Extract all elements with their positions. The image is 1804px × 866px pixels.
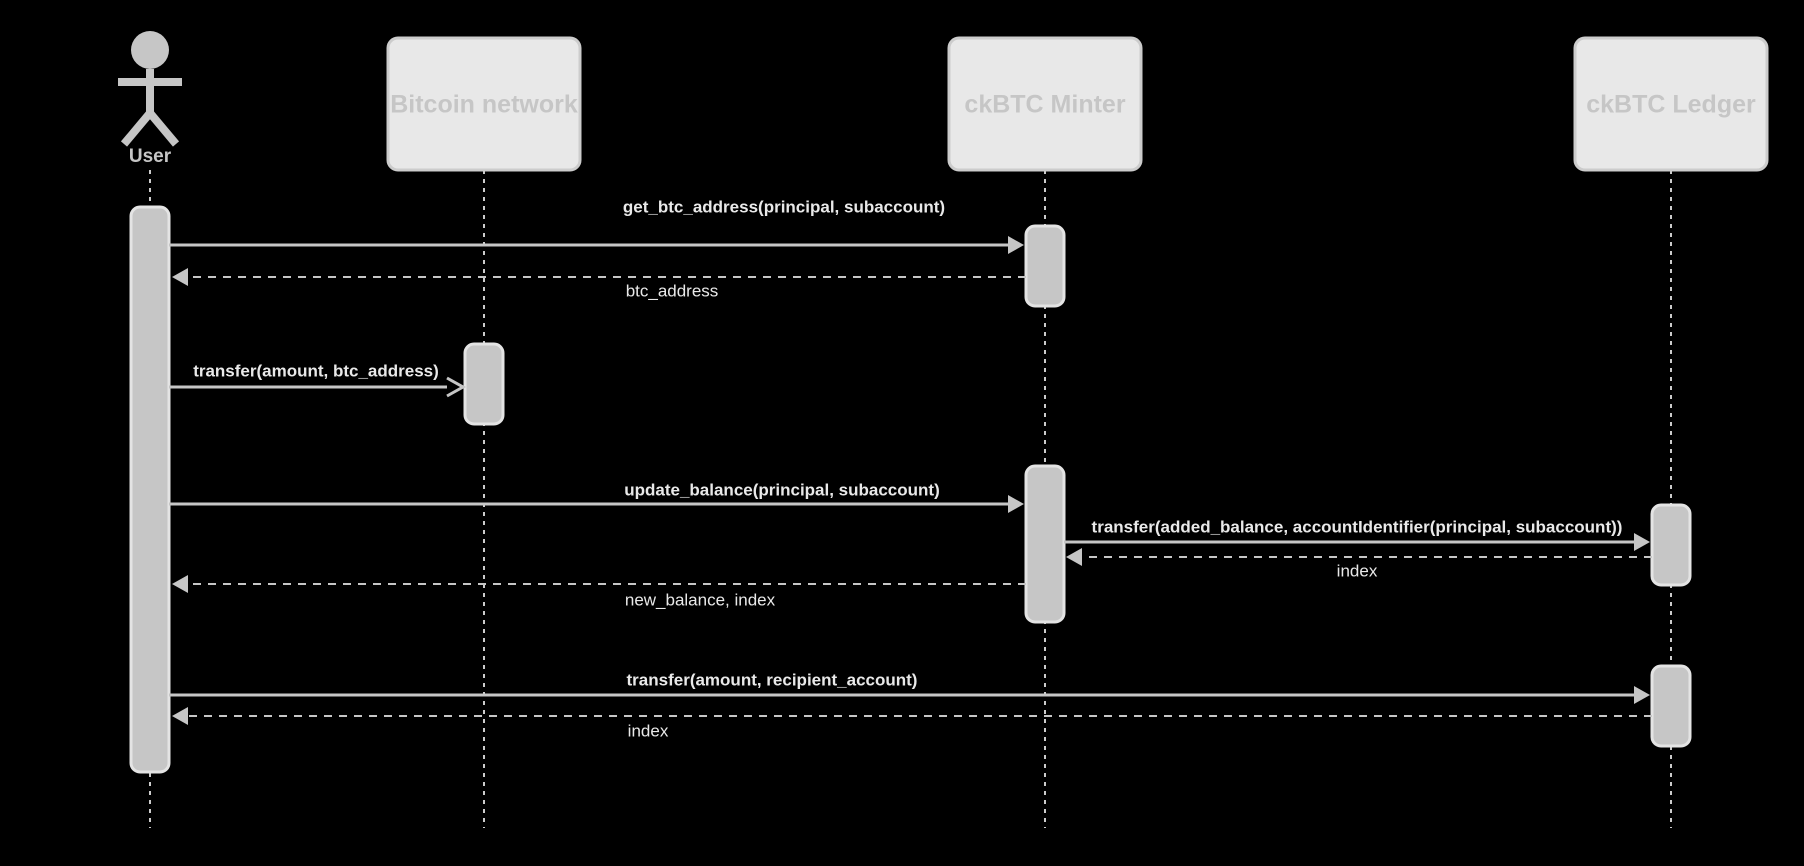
- msg-transfer-recipient-label: transfer(amount, recipient_account): [627, 670, 918, 689]
- msg-index-return-2: index: [172, 707, 1652, 740]
- msg-new-balance-return-label: new_balance, index: [625, 590, 776, 609]
- msg-get-btc-address-label: get_btc_address(principal, subaccount): [623, 197, 945, 216]
- messages-group: get_btc_address(principal, subaccount) bt…: [169, 197, 1652, 740]
- participant-label-minter: ckBTC Minter: [964, 91, 1125, 119]
- msg-btc-address-return-arrowhead-icon: [172, 268, 188, 286]
- participant-minter[interactable]: ckBTC Minter: [947, 36, 1143, 172]
- msg-transfer-added-balance-arrowhead-icon: [1634, 533, 1650, 551]
- participant-label-ledger: ckBTC Ledger: [1586, 91, 1756, 119]
- msg-transfer-btc: transfer(amount, btc_address): [169, 361, 467, 398]
- participant-box-minter[interactable]: [947, 36, 1143, 172]
- msg-transfer-added-balance-label: transfer(added_balance, accountIdentifie…: [1092, 517, 1623, 536]
- msg-index-return-2-label: index: [628, 721, 669, 740]
- participants-group: User Bitcoin network ckBTC Minter ckBTC Led…: [118, 31, 1769, 172]
- msg-transfer-btc-label: transfer(amount, btc_address): [193, 361, 439, 380]
- activation-minter-2: [1024, 464, 1066, 624]
- participant-label-user: User: [129, 146, 172, 167]
- msg-transfer-added-balance: transfer(added_balance, accountIdentifie…: [1064, 517, 1650, 551]
- msg-update-balance-arrowhead-icon: [1008, 495, 1024, 513]
- participant-box-ledger[interactable]: [1573, 36, 1769, 172]
- activation-minter-1: [1024, 224, 1066, 308]
- actor-head-icon: [131, 31, 169, 69]
- msg-new-balance-return: new_balance, index: [172, 575, 1026, 609]
- participant-ledger[interactable]: ckBTC Ledger: [1573, 36, 1769, 172]
- activation-ledger-2: [1650, 664, 1692, 748]
- msg-transfer-btc-arrowhead-icon: [446, 376, 467, 398]
- actor-leg-left-icon: [120, 110, 154, 147]
- msg-index-return-1-arrowhead-icon: [1066, 548, 1082, 566]
- activation-ledger-1: [1650, 503, 1692, 587]
- msg-btc-address-return-label: btc_address: [626, 281, 719, 300]
- msg-update-balance-label: update_balance(principal, subaccount): [624, 480, 940, 499]
- participant-user[interactable]: User: [118, 31, 182, 167]
- participant-bitcoin[interactable]: Bitcoin network: [386, 36, 582, 172]
- activations-group: [129, 205, 1692, 774]
- activation-bitcoin-1: [463, 342, 505, 426]
- msg-transfer-recipient: transfer(amount, recipient_account): [169, 670, 1650, 704]
- msg-get-btc-address-arrowhead-icon: [1008, 236, 1024, 254]
- msg-new-balance-return-arrowhead-icon: [172, 575, 188, 593]
- activation-user: [129, 205, 171, 774]
- msg-get-btc-address: get_btc_address(principal, subaccount): [169, 197, 1024, 254]
- msg-transfer-recipient-arrowhead-icon: [1634, 686, 1650, 704]
- msg-update-balance: update_balance(principal, subaccount): [169, 480, 1024, 513]
- msg-index-return-1-label: index: [1337, 561, 1378, 580]
- msg-index-return-2-arrowhead-icon: [172, 707, 188, 725]
- actor-leg-right-icon: [146, 110, 180, 147]
- msg-index-return-1: index: [1066, 548, 1652, 580]
- participant-box-bitcoin[interactable]: [386, 36, 582, 172]
- participant-label-bitcoin: Bitcoin network: [390, 91, 578, 119]
- msg-btc-address-return: btc_address: [172, 268, 1026, 300]
